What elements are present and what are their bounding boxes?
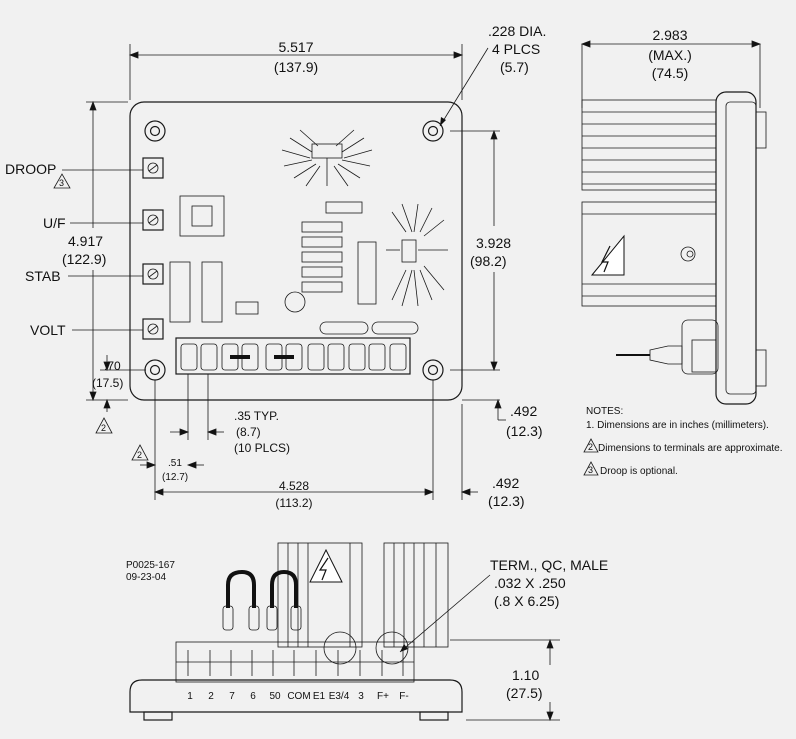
side-warning-icon bbox=[590, 234, 625, 276]
terminal-label: F- bbox=[399, 691, 408, 702]
side-connector bbox=[616, 319, 719, 375]
side-fins-lower bbox=[581, 201, 717, 307]
terminal-label: 7 bbox=[229, 691, 235, 702]
pitch-count: (10 PLCS) bbox=[234, 441, 290, 455]
hole-count: 4 PLCS bbox=[492, 41, 540, 57]
terminal-label: 2 bbox=[208, 691, 214, 702]
notes-title: NOTES: bbox=[586, 406, 623, 417]
note2-triangle-icon-2 bbox=[131, 444, 149, 461]
note-3: Droop is optional. bbox=[600, 466, 678, 477]
mounting-holes bbox=[144, 120, 444, 381]
terminal-label: 1 bbox=[187, 691, 193, 702]
terminal-label: E1 bbox=[313, 691, 326, 702]
part-number: P0025-167 bbox=[126, 560, 175, 571]
adjuster-label-droop: DROOP bbox=[5, 161, 56, 177]
pitch-in: .35 TYP. bbox=[234, 409, 279, 423]
note-2-marker: 2 bbox=[588, 442, 593, 452]
hole-span-mm: (98.2) bbox=[470, 253, 507, 269]
depth-in: 2.983 bbox=[652, 27, 687, 43]
hole-mm: (5.7) bbox=[500, 59, 529, 75]
front-terminal-block bbox=[175, 641, 415, 683]
terminal-label: 3 bbox=[358, 691, 364, 702]
height-in: 4.917 bbox=[68, 233, 103, 249]
note2-triangle-icon bbox=[95, 417, 113, 434]
term-size-in: .032 X .250 bbox=[494, 575, 566, 591]
front-heatsink-right bbox=[383, 542, 449, 648]
terminal-labels: 1 2 7 6 50 COM E1 E3/4 3 F+ F- bbox=[187, 691, 409, 702]
edge-r-in: .492 bbox=[510, 403, 537, 419]
note2-marker-1: 2 bbox=[101, 423, 106, 433]
edge-v-in: .70 bbox=[104, 359, 121, 373]
adjuster-label-volt: VOLT bbox=[30, 322, 66, 338]
adjuster-label-stab: STAB bbox=[25, 268, 61, 284]
note-1: 1. Dimensions are in inches (millimeters… bbox=[586, 420, 769, 431]
edge-r-mm: (12.3) bbox=[506, 423, 543, 439]
edge-h-in: .492 bbox=[492, 475, 519, 491]
right-heatsink bbox=[386, 203, 448, 307]
droop-marker: 3 bbox=[59, 178, 64, 188]
note-3-marker: 3 bbox=[588, 465, 593, 475]
height-mm: (122.9) bbox=[62, 251, 106, 267]
side-view: 2.983 (MAX.) (74.5) bbox=[580, 27, 767, 405]
droop-triangle-icon bbox=[53, 173, 71, 189]
resistors bbox=[169, 201, 377, 323]
terminal-label: 50 bbox=[269, 691, 281, 702]
adjuster-pots bbox=[142, 157, 164, 340]
front-warning-icon bbox=[309, 548, 343, 583]
terminal-label: 6 bbox=[250, 691, 256, 702]
term-title: TERM., QC, MALE bbox=[490, 557, 608, 573]
notes: NOTES: 1. Dimensions are in inches (mill… bbox=[583, 406, 783, 477]
side-fins-upper bbox=[581, 99, 717, 191]
hole-dia: .228 DIA. bbox=[488, 23, 546, 39]
note2-triangle-icon-3 bbox=[583, 438, 599, 453]
top-view: DROOP 3 U/F STAB VOLT 5.517 (137.9) .228… bbox=[5, 23, 546, 510]
depth-label: (MAX.) bbox=[648, 47, 692, 63]
pitch-mm: (8.7) bbox=[236, 425, 261, 439]
first-term-mm: (12.7) bbox=[162, 472, 188, 483]
note2-marker-2: 2 bbox=[137, 450, 142, 460]
terminal-label: E3/4 bbox=[329, 691, 350, 702]
front-heatsink-left bbox=[277, 542, 363, 648]
hole-span-h-in: 4.528 bbox=[279, 479, 309, 493]
terminal-label: COM bbox=[287, 691, 310, 702]
front-height-in: 1.10 bbox=[512, 667, 539, 683]
terminal-label: F+ bbox=[377, 691, 389, 702]
capacitor-2 bbox=[371, 321, 419, 335]
front-height-mm: (27.5) bbox=[506, 685, 543, 701]
hole-span-in: 3.928 bbox=[476, 235, 511, 251]
term-size-mm: (.8 X 6.25) bbox=[494, 593, 559, 609]
hole-span-h-mm: (113.2) bbox=[275, 496, 312, 510]
note-2: Dimensions to terminals are approximate. bbox=[598, 443, 783, 454]
first-term-in: .51 bbox=[168, 458, 182, 469]
edge-v-mm: (17.5) bbox=[92, 376, 123, 390]
front-base bbox=[129, 679, 463, 721]
width-in: 5.517 bbox=[278, 39, 313, 55]
terminal-strip bbox=[175, 337, 411, 375]
front-view: P0025-167 09-23-04 bbox=[126, 542, 608, 722]
note3-triangle-icon bbox=[583, 461, 599, 476]
capacitor-1 bbox=[319, 321, 369, 335]
width-mm: (137.9) bbox=[274, 59, 318, 75]
transformer bbox=[179, 195, 225, 237]
jumper-wires bbox=[222, 569, 302, 631]
drawing-date: 09-23-04 bbox=[126, 572, 166, 583]
edge-h-mm: (12.3) bbox=[488, 493, 525, 509]
board-outline bbox=[129, 101, 463, 401]
adjuster-label-uf: U/F bbox=[43, 215, 66, 231]
top-heatsink bbox=[281, 129, 373, 187]
depth-mm: (74.5) bbox=[652, 65, 689, 81]
